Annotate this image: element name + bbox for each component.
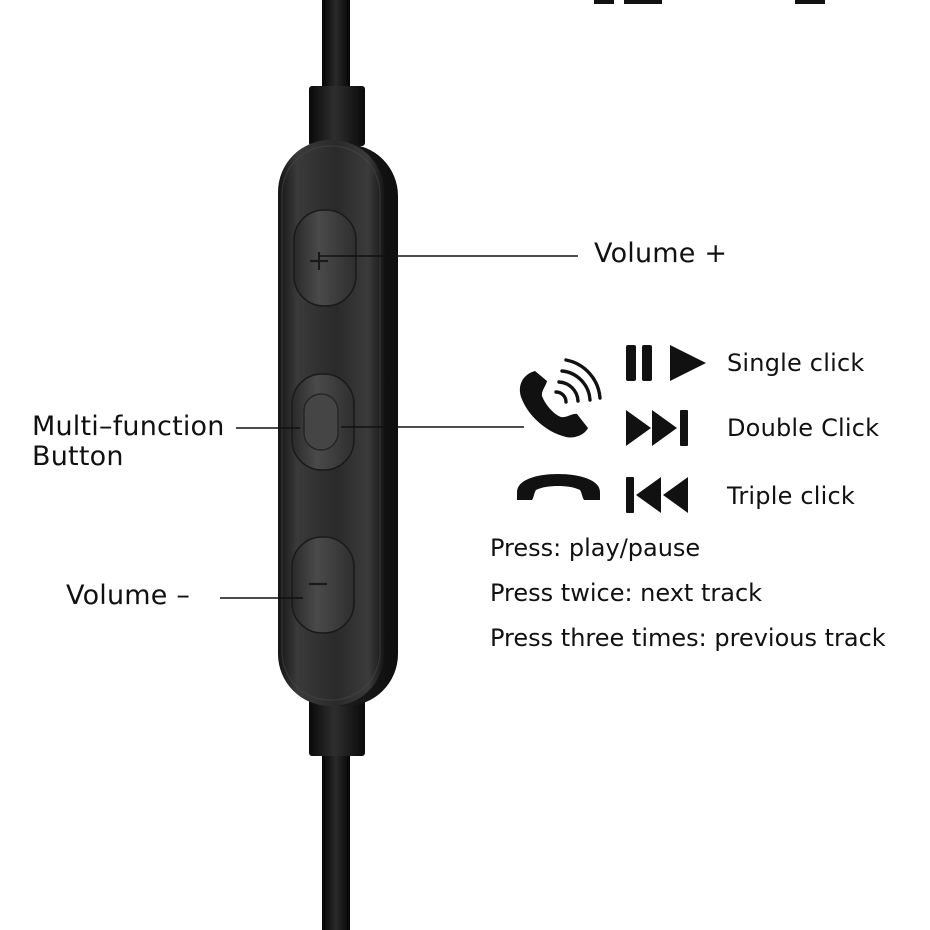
volume-up-label: Volume + <box>594 238 728 269</box>
instruction-item: Press: play/pause <box>490 534 701 562</box>
multi-function-recess <box>303 393 339 451</box>
multi-function-button[interactable] <box>291 373 355 471</box>
hang-up-icon <box>517 474 600 500</box>
bottom-collar <box>309 690 365 756</box>
top-collar <box>309 86 365 146</box>
triple-click-label: Triple click <box>727 482 855 510</box>
multi-function-label: Multi–function Button <box>32 412 252 472</box>
instructions-list: Press: play/pause Press twice: next trac… <box>490 534 886 669</box>
cable <box>322 0 350 930</box>
volume-up-button[interactable] <box>293 209 357 307</box>
incoming-call-icon <box>519 358 602 438</box>
multi-function-label-line2: Button <box>32 441 124 472</box>
top-edge-fragments <box>594 0 825 4</box>
instruction-item: Press three times: previous track <box>490 624 886 652</box>
play-pause-icon <box>626 345 706 381</box>
single-click-label: Single click <box>727 349 865 377</box>
volume-down-button[interactable] <box>291 536 355 634</box>
volume-down-label: Volume – <box>66 580 191 611</box>
previous-track-icon <box>626 477 688 513</box>
next-track-icon <box>626 410 688 446</box>
plus-icon <box>310 252 328 270</box>
double-click-label: Double Click <box>727 414 880 442</box>
leader-lines <box>220 255 578 599</box>
instruction-item: Press twice: next track <box>490 579 763 607</box>
multi-function-label-line1: Multi–function <box>32 411 225 442</box>
